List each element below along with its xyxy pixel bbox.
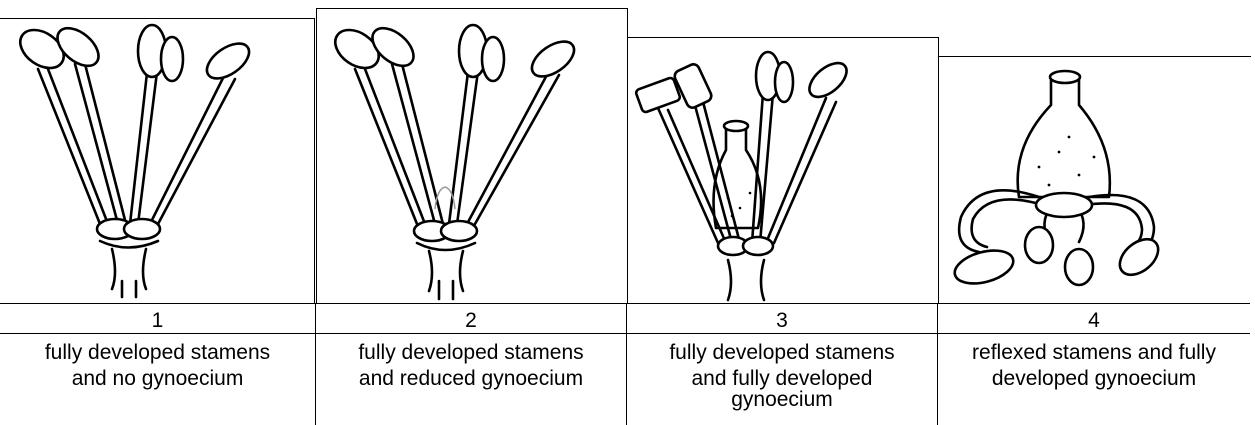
panel-4-illustration	[938, 56, 1251, 304]
panel-3-number: 3	[627, 309, 937, 333]
stamen-group	[328, 21, 580, 224]
gynoecium	[1018, 71, 1110, 197]
reflexed-stamens	[951, 190, 1165, 289]
caption-line: and no gynoecium	[0, 366, 315, 392]
panel-1-caption: fully developed stamens and no gynoecium	[0, 340, 315, 392]
table-rule-middle	[0, 333, 1250, 334]
panel-2-number: 2	[316, 309, 626, 333]
panel-3-caption: fully developed stamens and fully develo…	[627, 340, 937, 408]
panel-4-caption: reflexed stamens and fully developed gyn…	[938, 340, 1250, 392]
caption-line: fully developed stamens	[627, 340, 937, 366]
caption-line: gynoecium	[627, 392, 937, 408]
panel-3-illustration	[627, 37, 939, 304]
caption-line: fully developed stamens	[316, 340, 626, 366]
panel-1-illustration	[0, 18, 315, 304]
stamen-group	[13, 21, 255, 297]
caption-line: fully developed stamens	[0, 340, 315, 366]
panel-2-illustration	[316, 8, 628, 304]
caption-line: reflexed stamens and fully	[938, 340, 1250, 366]
caption-line: developed gynoecium	[938, 366, 1250, 392]
panel-4-number: 4	[938, 309, 1250, 333]
receptacle	[414, 221, 477, 299]
panel-1-number: 1	[0, 309, 315, 333]
caption-line: and reduced gynoecium	[316, 366, 626, 392]
panel-2-caption: fully developed stamens and reduced gyno…	[316, 340, 626, 392]
table-rule-top	[0, 303, 1250, 304]
